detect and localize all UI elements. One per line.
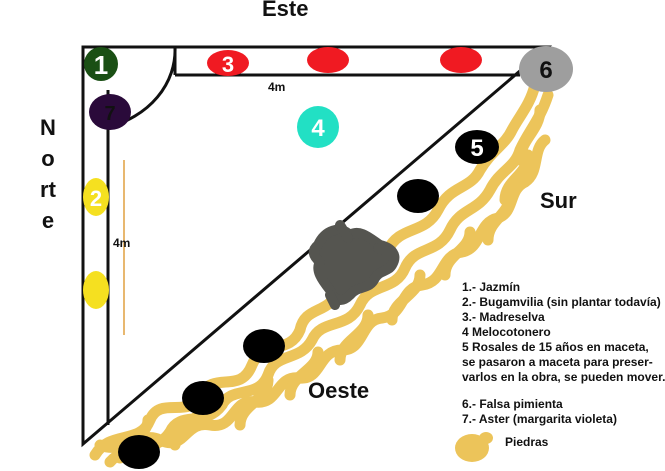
dimension-left: 4m [113,236,130,250]
marker-madreselva-number: 3 [222,52,234,77]
legend-item: se pasaron a maceta para preser- [462,355,653,369]
marker-rosal-5 [118,435,160,469]
marker-rosal-2 [397,179,439,213]
marker-falsa-pimienta-number: 6 [539,57,552,84]
marker-rosal-4 [182,381,224,415]
direction-sur: Sur [540,188,577,213]
legend-item: 1.- Jazmín [462,280,521,294]
legend-gap [462,385,665,397]
marker-aster-number: 7 [104,103,115,125]
legend-piedras: Piedras [505,435,549,449]
marker-rosal-3 [243,329,285,363]
marker-falsa-pimienta [519,46,573,92]
piedras-icon [455,432,493,462]
marker-melocotonero [297,106,339,148]
direction-este: Este [262,0,309,21]
legend-item: 7.- Aster (margarita violeta) [462,412,617,426]
marker-madreselva-3 [440,47,482,73]
legend-item: 3.- Madreselva [462,310,545,324]
legend-item: 4 Melocotonero [462,325,551,339]
legend-item: varlos en la obra, se pueden mover. [462,370,665,384]
marker-jazmin-number: 1 [94,50,108,80]
legend-item: 2.- Bugamvilia (sin plantar todavía) [462,295,661,309]
marker-madreselva-2 [307,47,349,73]
marker-rosal-number: 5 [470,135,483,162]
marker-melocotonero-number: 4 [311,115,325,142]
marker-bugamvilia-number: 2 [90,186,102,211]
direction-oeste: Oeste [308,378,370,403]
marker-bugamvilia [83,178,109,216]
direction-norte: Norte [40,115,56,233]
legend: 1.- Jazmín 2.- Bugamvilia (sin plantar t… [462,280,665,427]
dimension-top: 4m [268,80,285,94]
marker-rosal [455,130,499,164]
legend-item: 5 Rosales de 15 años en maceta, [462,340,649,354]
marker-jazmin [84,47,118,81]
legend-item: 6.- Falsa pimienta [462,397,563,411]
marker-bugamvilia-2 [83,271,109,309]
rubble-blob [308,220,400,310]
marker-madreselva [207,50,249,76]
marker-aster [89,94,131,130]
